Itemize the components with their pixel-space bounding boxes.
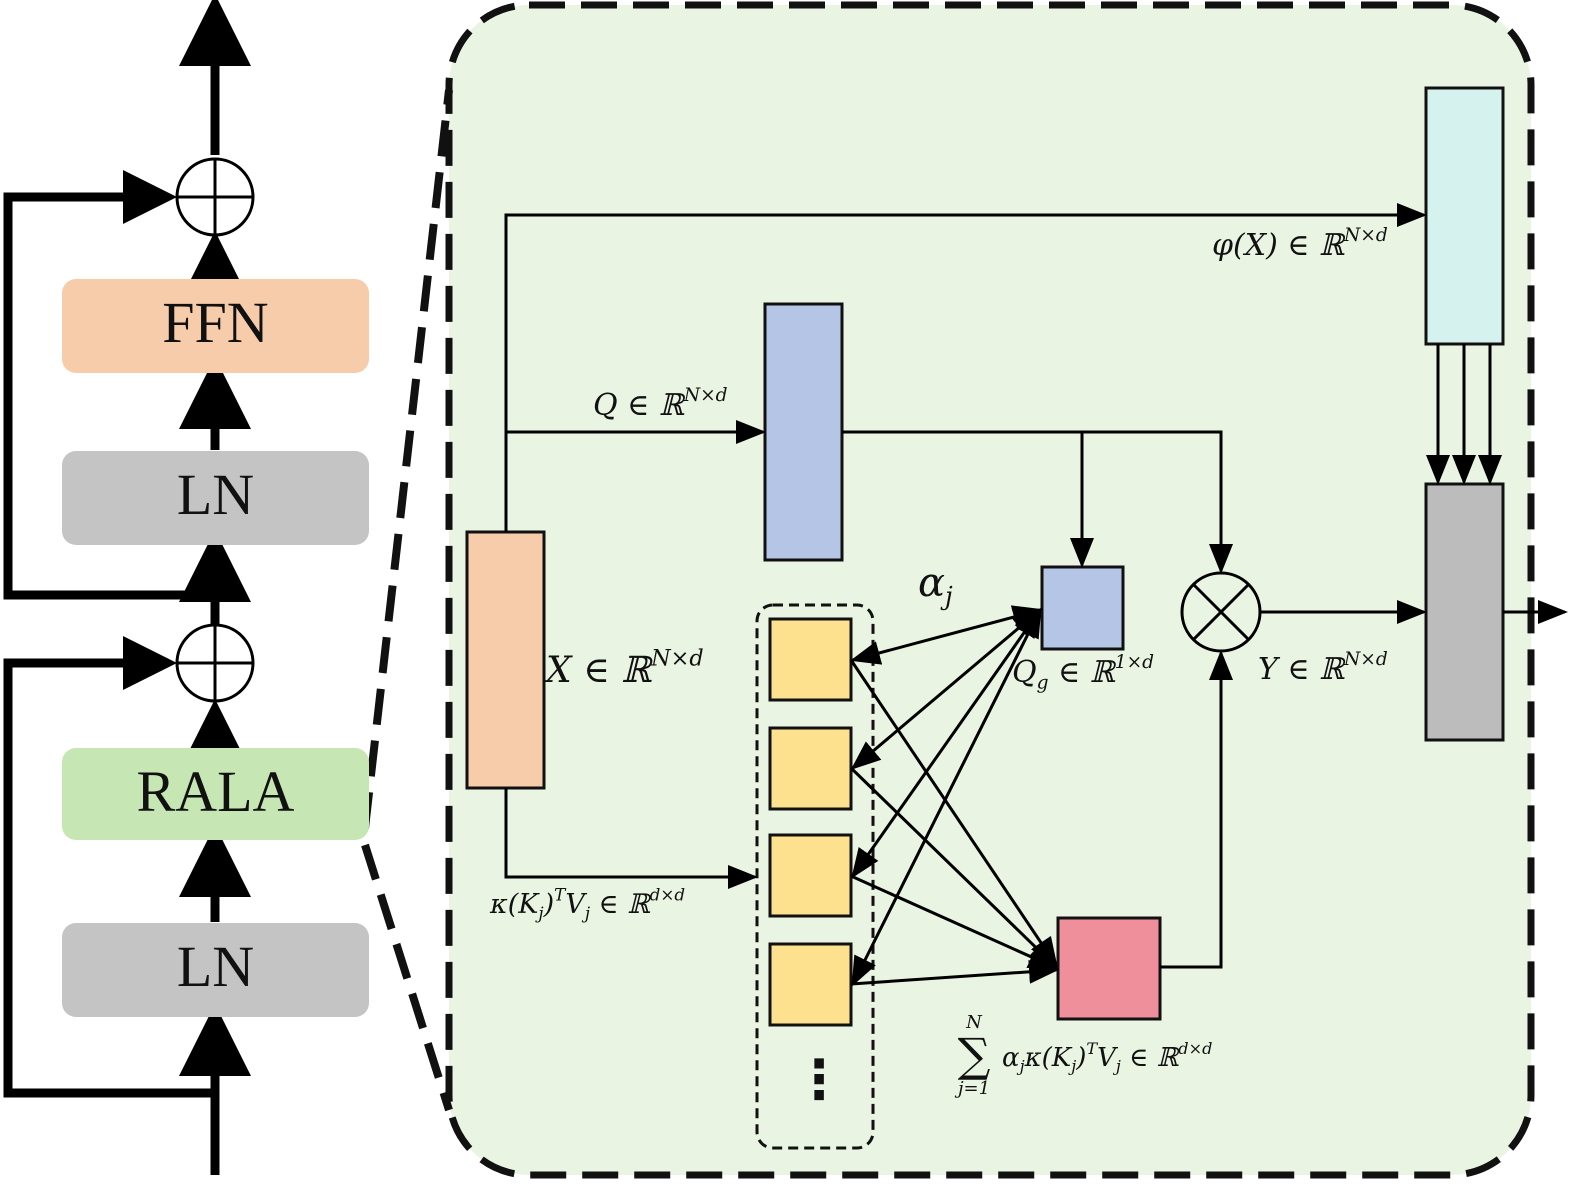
x-to-kv-arrow (504, 788, 758, 889)
ellipsis-icon: ⋮ (792, 1048, 846, 1111)
x-label: X ∈ ℝN×d (546, 645, 704, 691)
sum-label: αjκ(Kj)TVj ∈ ℝd×d (1002, 1038, 1213, 1076)
q-block (763, 302, 844, 562)
q-to-multiply-arrow (842, 430, 1233, 574)
residual-top (3, 170, 215, 600)
add-icon (175, 623, 255, 703)
sum-symbol: ∑ (957, 1028, 991, 1082)
kv-square (768, 833, 853, 918)
kv-label: κ(Kj)TVj ∈ ℝd×d (490, 884, 686, 923)
y-label: Y ∈ ℝN×d (1258, 649, 1388, 687)
zoom-line-top (361, 89, 453, 829)
kv-square (768, 942, 853, 1027)
ffn-label: FFN (162, 290, 269, 355)
ln-bottom-label: LN (176, 934, 255, 999)
sum-operator: N ∑ j=1 (948, 1014, 1000, 1100)
ln-block-top (62, 451, 369, 545)
x-to-phi-arrow (504, 203, 1427, 532)
kv-to-sum-arrows (849, 659, 1059, 986)
sum-upper-limit: N (966, 1012, 982, 1033)
kv-square (768, 617, 853, 702)
kv-square (768, 726, 853, 811)
phi-label: φ(X) ∈ ℝN×d (1212, 225, 1388, 263)
rala-block (62, 748, 369, 840)
alpha-arrows (850, 605, 1043, 987)
zoom-line-bottom (361, 843, 453, 1112)
ln-top-label: LN (176, 462, 255, 527)
add-icon (175, 157, 255, 237)
rala-detail-panel (445, 1, 1535, 1179)
rala-label: RALA (136, 759, 295, 824)
output-block (1424, 482, 1505, 742)
sum-block (1056, 916, 1162, 1021)
sum-lower-limit: j=1 (957, 1078, 991, 1099)
ln-block-bottom (62, 923, 369, 1017)
phi-block (1424, 86, 1505, 346)
residual-bottom (3, 636, 215, 1098)
sum-to-multiply-arrow (1160, 650, 1233, 969)
x-block (465, 530, 546, 790)
alpha-label: αj (918, 560, 953, 611)
q-label: Q ∈ ℝN×d (593, 385, 728, 423)
qg-block (1040, 565, 1125, 651)
qg-label: Qg ∈ ℝ1×d (1012, 652, 1155, 694)
ffn-block (62, 279, 369, 373)
